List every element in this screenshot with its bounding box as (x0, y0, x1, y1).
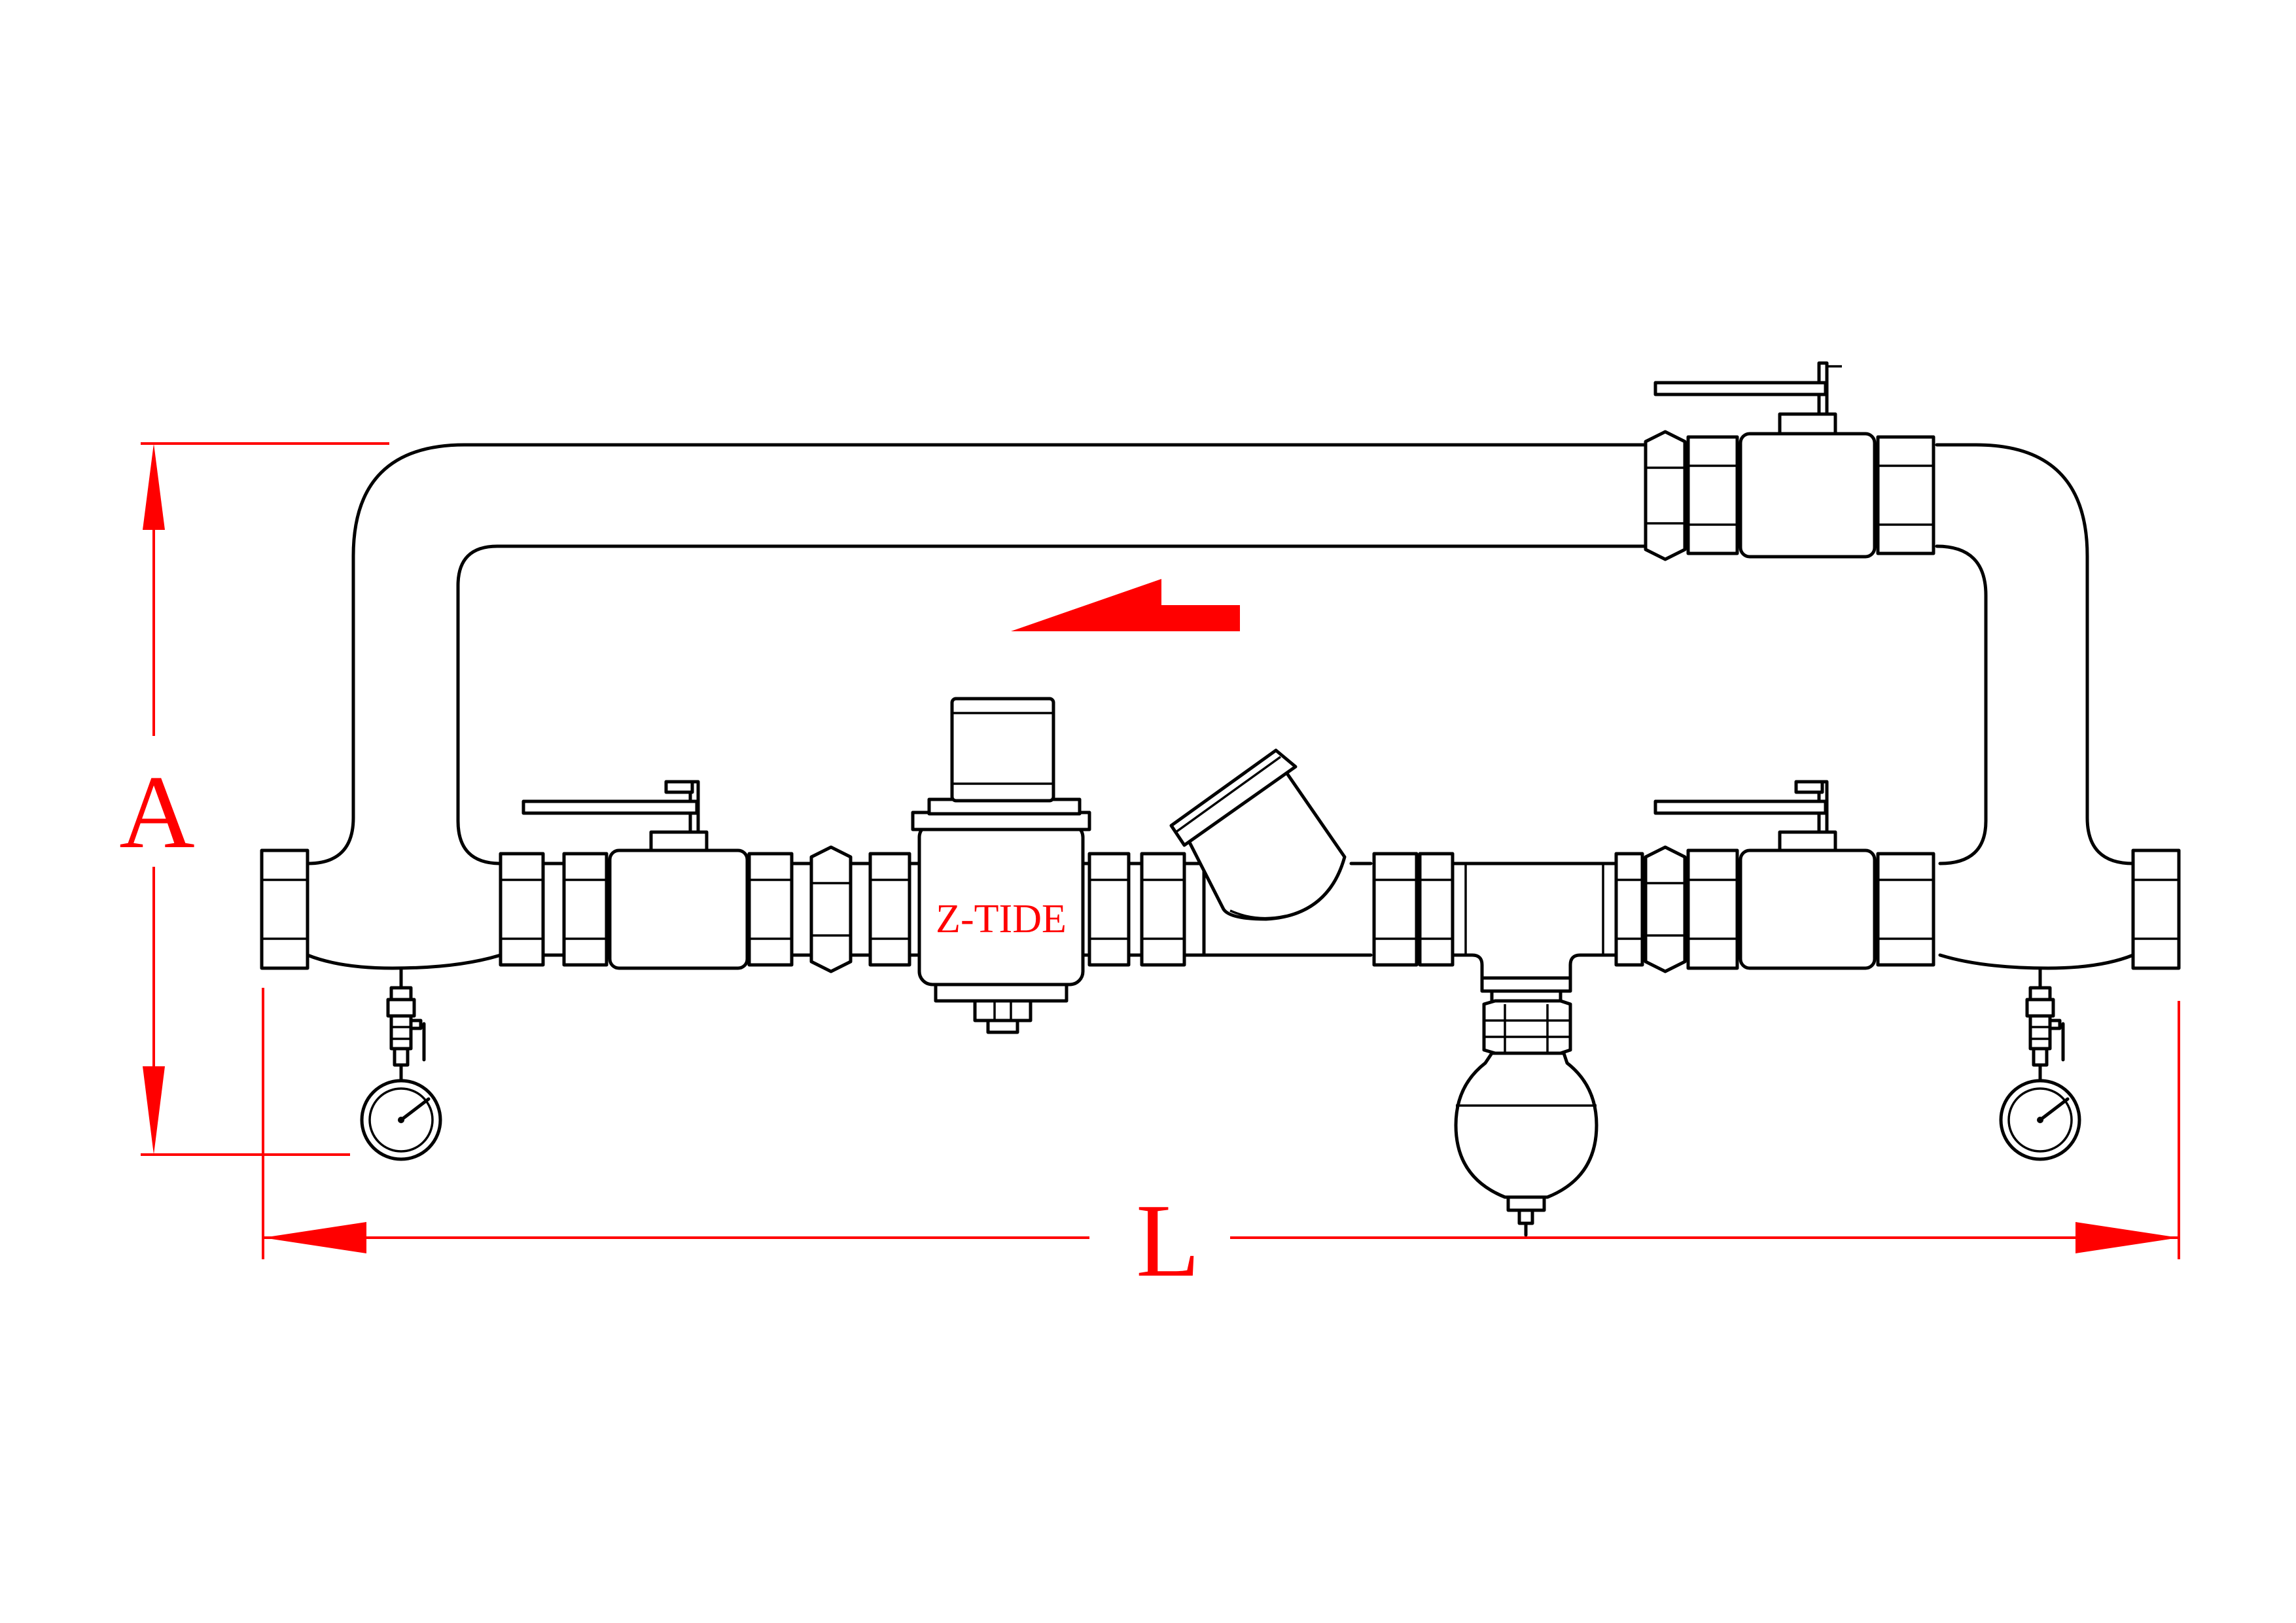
height-label-a: A (119, 754, 195, 870)
height-dimension-a (141, 442, 389, 1156)
inlet-nipple (499, 852, 545, 967)
y-strainer (1169, 748, 1373, 957)
pressure-reducing-valve (911, 697, 1091, 1034)
bypass-union-nut (1644, 430, 1687, 561)
inlet-ball-valve (521, 780, 749, 970)
outlet-pressure-gauge (1999, 968, 2081, 1161)
outlet-tee-body (1938, 953, 2135, 970)
union-3 (1087, 852, 1131, 967)
bypass-valve-end (1876, 435, 1935, 555)
bypass-pipe (306, 443, 2135, 865)
outlet-union-nut (1644, 845, 1687, 973)
inlet-pressure-gauge (360, 968, 442, 1161)
union-nut-1 (809, 845, 853, 973)
union-1 (747, 852, 794, 967)
union-4 (1140, 852, 1186, 967)
valve-brand-label: Z-TIDE (936, 897, 1067, 941)
length-label-l: L (1136, 1182, 1200, 1299)
flow-arrow-icon (1011, 579, 1240, 631)
length-dimension-l (262, 988, 2180, 1259)
outlet-union-ring (1686, 848, 1739, 970)
bypass-union-ring (1686, 435, 1739, 555)
union-2 (868, 852, 911, 967)
union-5 (1372, 852, 1419, 967)
drain-tee (1451, 862, 1618, 980)
union-6 (1418, 852, 1455, 967)
inlet-valve-end (562, 852, 609, 967)
outlet-union (2131, 848, 2181, 970)
inlet-tee-body (306, 953, 503, 970)
outlet-valve-end (1876, 852, 1935, 967)
bypass-ball-valve (1653, 361, 1877, 559)
union-7 (1614, 852, 1644, 967)
inlet-union (260, 848, 309, 970)
drain-valve-bulb (1454, 976, 1598, 1237)
outlet-ball-valve (1653, 780, 1877, 970)
